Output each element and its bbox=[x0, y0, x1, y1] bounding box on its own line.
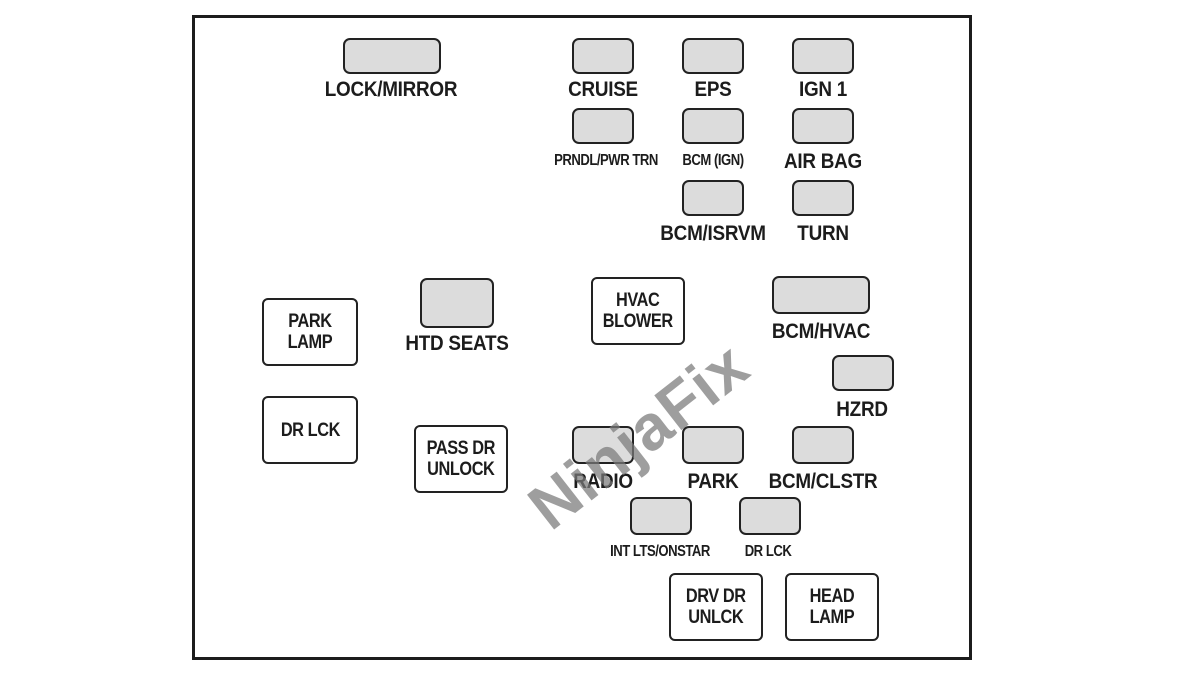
fuse-label-bcm-hvac: BCM/HVAC bbox=[771, 320, 871, 343]
fuse-eps bbox=[682, 38, 744, 74]
fuse-label-bcm-isrvm: BCM/ISRVM bbox=[660, 222, 766, 245]
fuse-label-int-lts-onstar: INT LTS/ONSTAR bbox=[610, 543, 710, 560]
fuse-label-dr-lck: DR LCK bbox=[744, 543, 792, 560]
fuse-hzrd bbox=[832, 355, 894, 391]
relay-label-dr-lck: DR LCK bbox=[280, 419, 340, 441]
relay-label-pass-dr-unlock-line2: UNLOCK bbox=[427, 459, 495, 480]
fuse-label-eps: EPS bbox=[694, 78, 732, 101]
fuse-air-bag bbox=[792, 108, 854, 144]
fuse-label-turn: TURN bbox=[797, 222, 849, 245]
fuse-htd-seats bbox=[420, 278, 494, 328]
fuse-label-htd-seats: HTD SEATS bbox=[405, 332, 509, 355]
relay-dr-lck: DR LCK bbox=[262, 396, 358, 464]
fuse-bcm-isrvm bbox=[682, 180, 744, 216]
fuse-label-bcm-clstr: BCM/CLSTR bbox=[768, 470, 878, 493]
relay-label-pass-dr-unlock-line1: PASS DR bbox=[426, 438, 496, 459]
fuse-ign-1 bbox=[792, 38, 854, 74]
fuse-bcm-hvac bbox=[772, 276, 870, 314]
relay-label-hvac-blower-line1: HVAC bbox=[616, 290, 660, 311]
relay-label-hvac-blower-line2: BLOWER bbox=[602, 311, 674, 332]
fuse-dr-lck bbox=[739, 497, 801, 535]
fuse-int-lts-onstar bbox=[630, 497, 692, 535]
fuse-label-cruise: CRUISE bbox=[568, 78, 638, 101]
fuse-label-park: PARK bbox=[687, 470, 739, 493]
fuse-label-hzrd: HZRD bbox=[836, 398, 888, 421]
fuse-radio bbox=[572, 426, 634, 464]
fuse-label-lock-mirror: LOCK/MIRROR bbox=[324, 78, 458, 101]
fuse-label-radio: RADIO bbox=[573, 470, 633, 493]
fuse-turn bbox=[792, 180, 854, 216]
relay-label-park-lamp-line2: LAMP bbox=[287, 332, 333, 353]
fuse-label-air-bag: AIR BAG bbox=[784, 150, 862, 173]
fuse-bcm-clstr bbox=[792, 426, 854, 464]
fuse-lock-mirror bbox=[343, 38, 441, 74]
fuse-label-ign-1: IGN 1 bbox=[798, 78, 848, 101]
relay-label-drv-dr-unlck-line1: DRV DR bbox=[686, 586, 746, 607]
relay-label-head-lamp-line2: LAMP bbox=[809, 607, 855, 628]
fuse-cruise bbox=[572, 38, 634, 74]
fuse-prndl-pwr-trn bbox=[572, 108, 634, 144]
fuse-label-bcm-ign: BCM (IGN) bbox=[682, 152, 744, 169]
fuse-label-prndl-pwr-trn: PRNDL/PWR TRN bbox=[554, 152, 658, 169]
relay-label-drv-dr-unlck-line2: UNLCK bbox=[688, 607, 744, 628]
fuse-park bbox=[682, 426, 744, 464]
fuse-bcm-ign bbox=[682, 108, 744, 144]
relay-label-park-lamp-line1: PARK bbox=[288, 311, 332, 332]
relay-label-head-lamp-line1: HEAD bbox=[809, 586, 855, 607]
